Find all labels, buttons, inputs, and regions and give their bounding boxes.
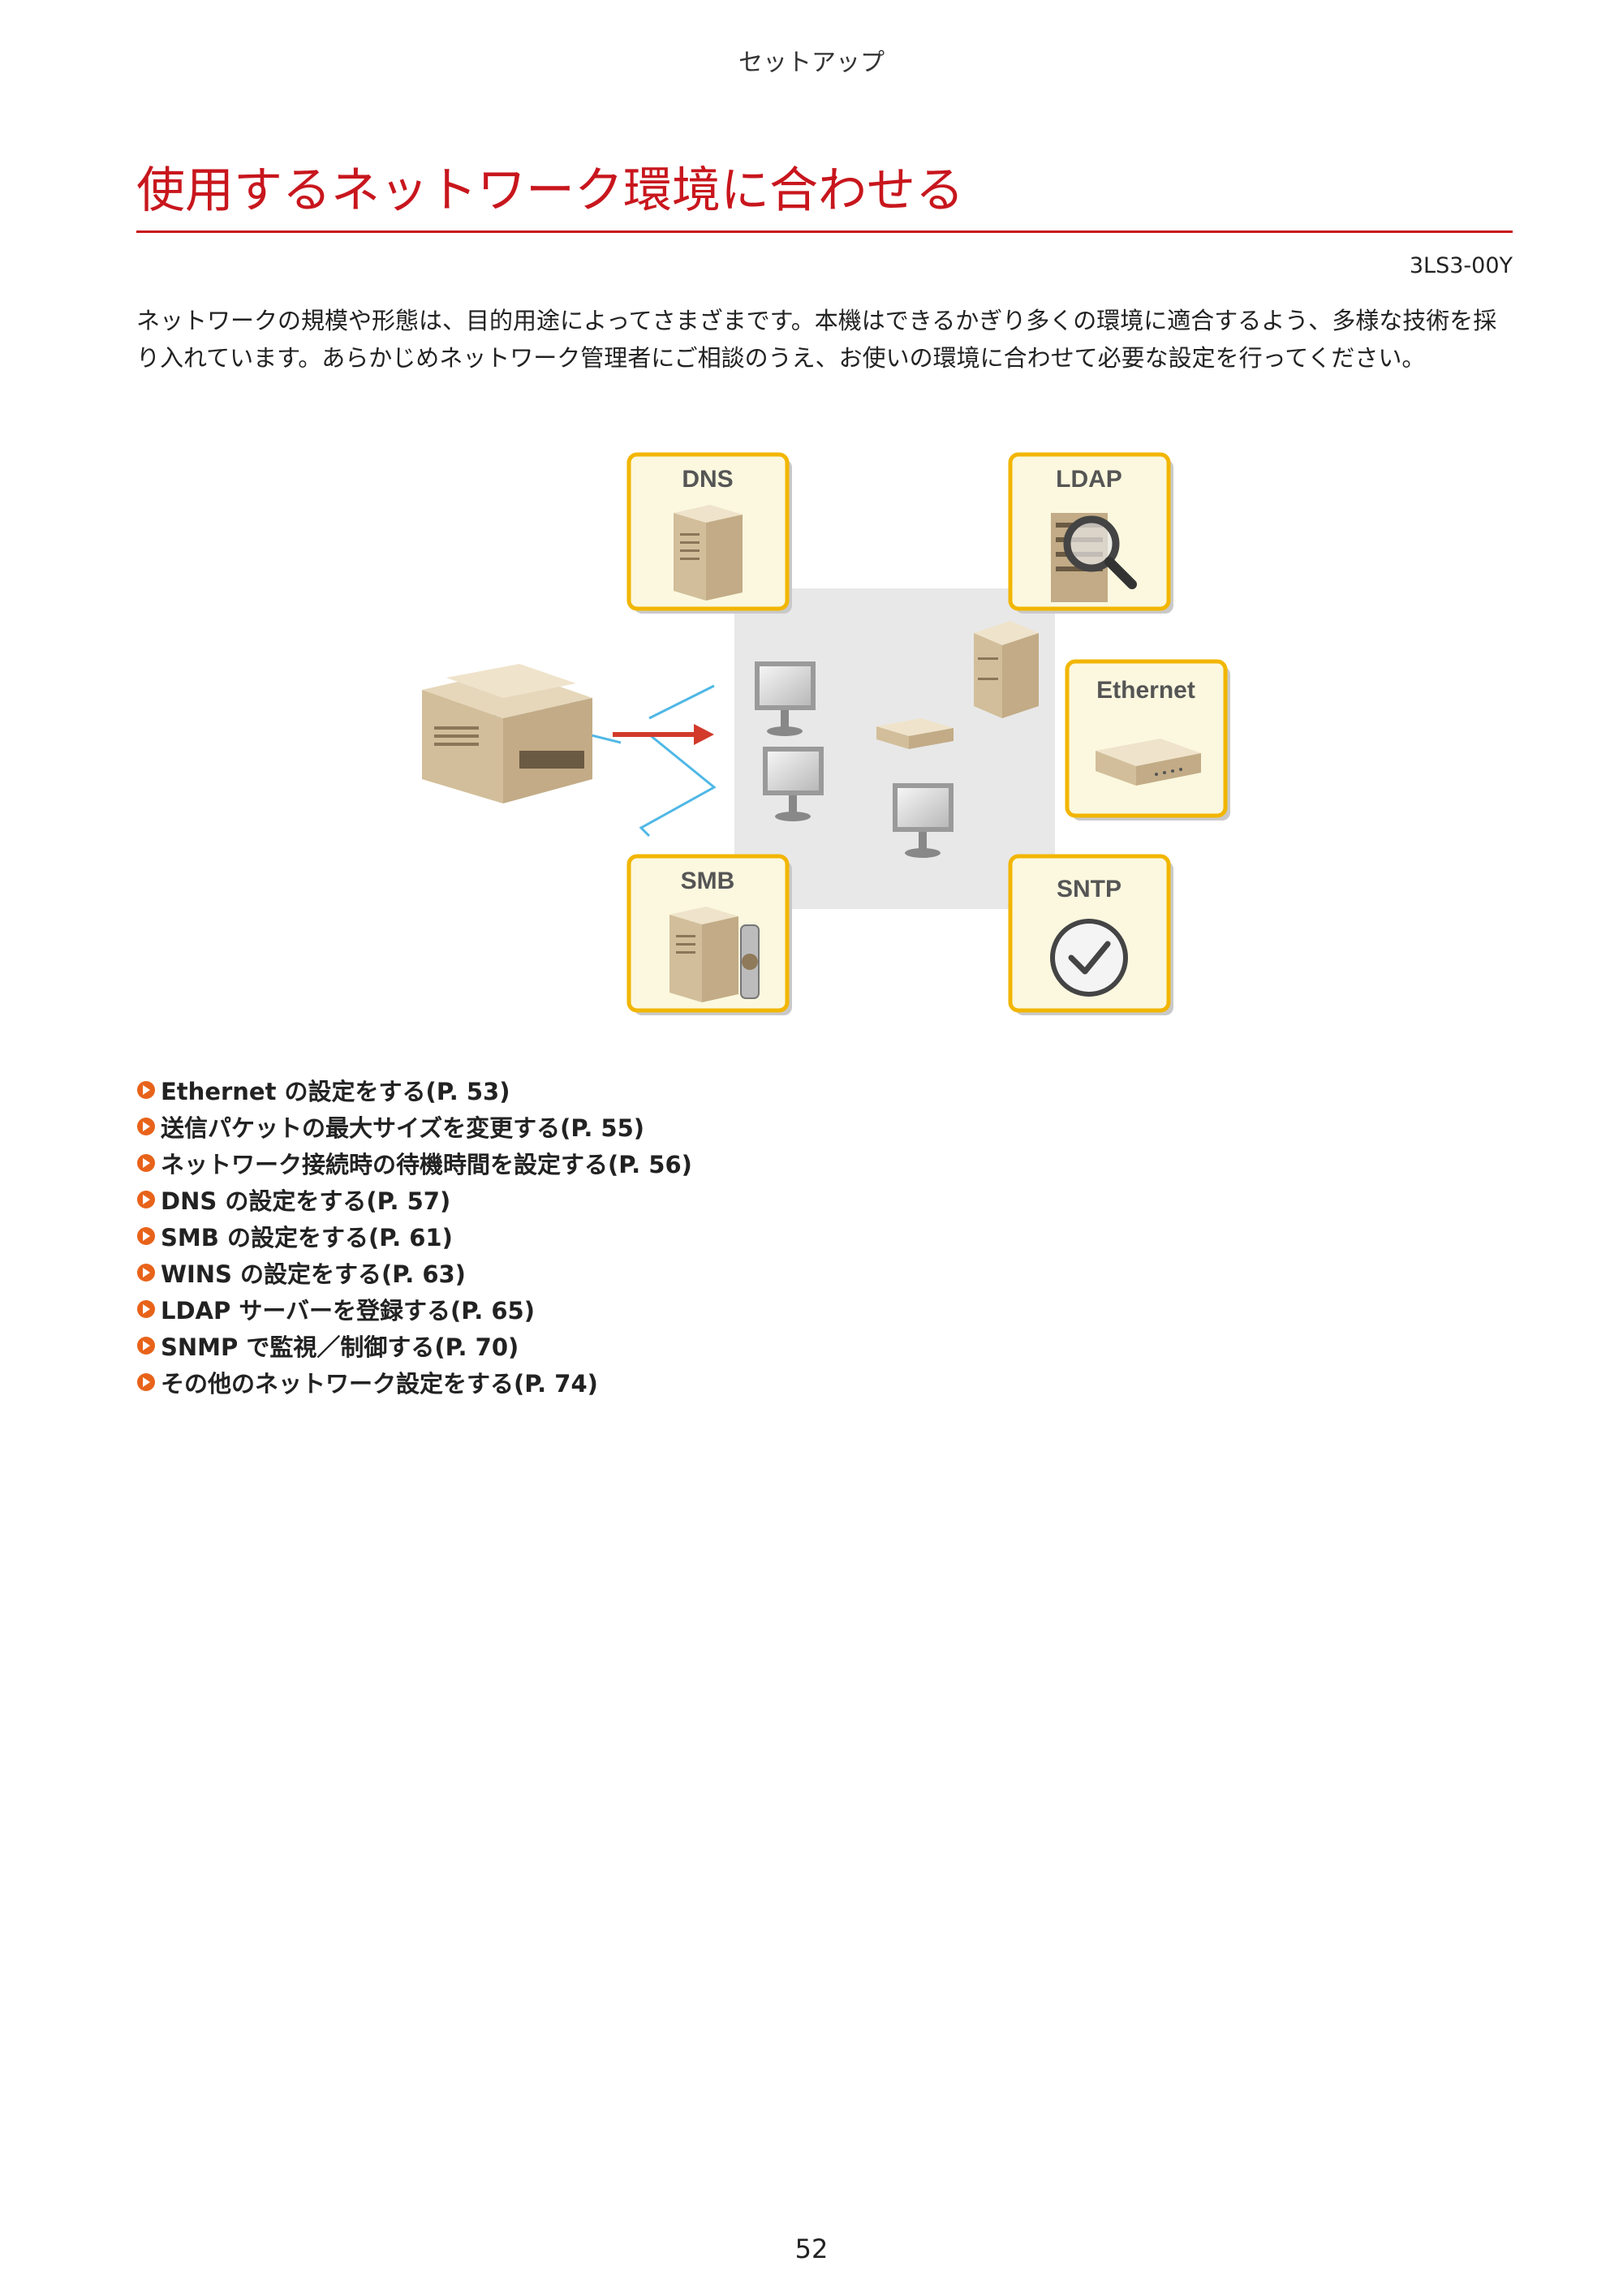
ldap-label: LDAP — [1056, 466, 1122, 493]
list-item[interactable]: WINS の設定をする(P. 63) — [136, 1254, 1110, 1290]
section-header: セットアップ — [738, 49, 885, 77]
link-text[interactable]: SNMP で監視／制御する(P. 70) — [161, 1333, 519, 1361]
link-text[interactable]: SMB の設定をする(P. 61) — [161, 1223, 453, 1251]
document-code: 3LS3-00Y — [1409, 253, 1513, 278]
link-text[interactable]: LDAP サーバーを登録する(P. 65) — [161, 1296, 535, 1325]
server-icon — [669, 907, 738, 1002]
list-item[interactable]: Ethernet の設定をする(P. 53) — [136, 1071, 1110, 1108]
bullet-arrow-icon — [137, 1190, 155, 1208]
bullet-arrow-icon — [137, 1117, 155, 1135]
dns-label: DNS — [682, 466, 733, 493]
bullet-arrow-icon — [137, 1336, 155, 1355]
intro-paragraph: ネットワークの規模や形態は、目的用途によってさまざまです。本機はできるかぎり多く… — [136, 307, 1497, 372]
bullet-arrow-icon — [137, 1226, 155, 1245]
computer-icon — [763, 747, 824, 821]
ethernet-card: Ethernet — [1065, 659, 1230, 821]
link-text[interactable]: WINS の設定をする(P. 63) — [161, 1260, 466, 1288]
bullet-arrow-icon — [137, 1153, 155, 1172]
smb-card: SMB — [626, 854, 792, 1015]
sntp-card: SNTP — [1008, 854, 1173, 1015]
link-text[interactable]: Ethernet の設定をする(P. 53) — [161, 1077, 510, 1105]
dns-card: DNS — [626, 452, 792, 614]
clock-icon — [1050, 919, 1128, 997]
computer-icon — [755, 661, 816, 736]
list-item[interactable]: その他のネットワーク設定をする(P. 74) — [136, 1363, 1110, 1400]
hub-icon — [1096, 739, 1201, 786]
related-links-list: Ethernet の設定をする(P. 53) 送信パケットの最大サイズを変更する… — [136, 1071, 1110, 1400]
magnifier-icon — [1063, 515, 1137, 589]
hub-icon — [876, 718, 954, 749]
page-number: 52 — [794, 2234, 829, 2264]
bullet-arrow-icon — [137, 1263, 155, 1282]
link-text[interactable]: DNS の設定をする(P. 57) — [161, 1187, 451, 1215]
sntp-label: SNTP — [1057, 876, 1121, 902]
smb-label: SMB — [681, 868, 735, 894]
bullet-arrow-icon — [137, 1372, 155, 1391]
list-item[interactable]: ネットワーク接続時の待機時間を設定する(P. 56) — [136, 1144, 1110, 1181]
key-icon — [740, 924, 760, 999]
list-item[interactable]: DNS の設定をする(P. 57) — [136, 1181, 1110, 1217]
page-title: 使用するネットワーク環境に合わせる — [136, 162, 964, 219]
title-underline — [136, 230, 1513, 233]
bullet-arrow-icon — [137, 1080, 155, 1099]
server-icon — [974, 621, 1039, 718]
link-text[interactable]: ネットワーク接続時の待機時間を設定する(P. 56) — [161, 1150, 692, 1178]
link-text[interactable]: 送信パケットの最大サイズを変更する(P. 55) — [161, 1114, 645, 1142]
ethernet-label: Ethernet — [1096, 677, 1195, 704]
printer-icon — [422, 664, 592, 803]
link-text[interactable]: その他のネットワーク設定をする(P. 74) — [161, 1369, 598, 1398]
server-icon — [674, 505, 743, 601]
list-item[interactable]: 送信パケットの最大サイズを変更する(P. 55) — [136, 1108, 1110, 1144]
ldap-card: LDAP — [1008, 452, 1173, 614]
computer-icon — [893, 783, 954, 858]
arrow-icon — [613, 724, 714, 745]
list-item[interactable]: LDAP サーバーを登録する(P. 65) — [136, 1290, 1110, 1327]
list-item[interactable]: SNMP で監視／制御する(P. 70) — [136, 1327, 1110, 1363]
network-diagram: DNS LDAP Ethernet — [422, 452, 1230, 1015]
bullet-arrow-icon — [137, 1299, 155, 1318]
list-item[interactable]: SMB の設定をする(P. 61) — [136, 1217, 1110, 1254]
